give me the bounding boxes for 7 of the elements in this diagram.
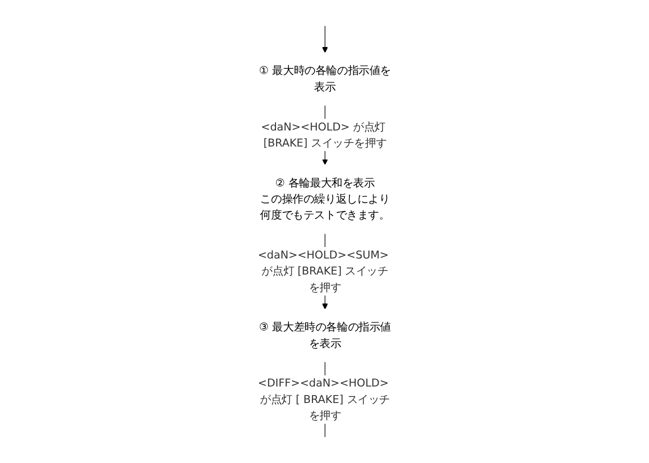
edge-label: <daN><HOLD><SUM> が点灯 [BRAKE] スイッチを押す [257, 248, 388, 294]
node-text: ③ 最大差時の各輪の指示値を表示 [258, 320, 390, 350]
node-text: ② 各輪最大和を表示 この操作の繰り返しにより何度でもテストできます。 [260, 176, 390, 222]
edge-label: <daN><HOLD> が点灯 [BRAKE] スイッチを押す [260, 120, 386, 150]
node-text: ① 最大時の各輪の指示値を表示 [258, 64, 390, 94]
edge-label: <DIFF><daN><HOLD> が点灯 [ BRAKE] スイッチを押す [257, 376, 390, 422]
arrow [322, 25, 328, 53]
